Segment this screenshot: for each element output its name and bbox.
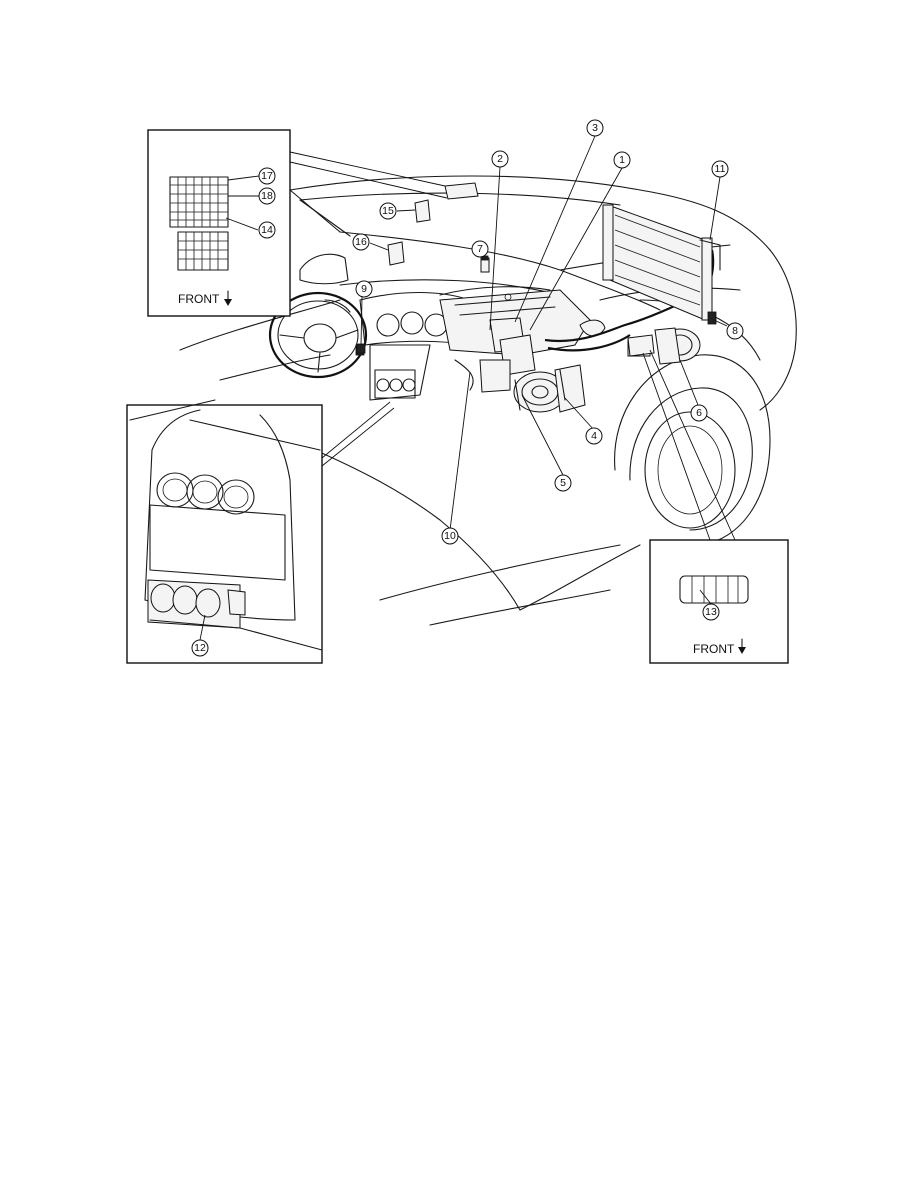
svg-text:11: 11 xyxy=(715,163,726,175)
svg-text:5: 5 xyxy=(560,477,566,489)
callout-9: 9 xyxy=(355,280,373,298)
module-16-body xyxy=(387,241,405,266)
refrigerant-pressure-switch xyxy=(707,311,717,325)
svg-text:10: 10 xyxy=(444,530,456,542)
front-arrow-icon xyxy=(224,290,232,306)
svg-text:1: 1 xyxy=(619,154,625,166)
fuse-block-location xyxy=(444,182,479,200)
svg-text:16: 16 xyxy=(355,236,367,248)
svg-text:4: 4 xyxy=(591,430,597,442)
callout-16: 16 xyxy=(352,233,370,251)
callout-18: 18 xyxy=(258,187,276,205)
leader-lines xyxy=(199,135,728,641)
svg-text:15: 15 xyxy=(382,205,394,217)
vehicle-body-outline xyxy=(179,175,797,626)
callout-4: 4 xyxy=(585,427,603,445)
component-9-body xyxy=(356,343,366,354)
fuse-block-drawing xyxy=(169,176,229,271)
callout-12: 12 xyxy=(191,639,209,657)
control-panel-drawing xyxy=(129,399,323,651)
callout-1: 1 xyxy=(613,151,631,169)
control-panel-inset xyxy=(126,399,395,664)
svg-text:6: 6 xyxy=(696,407,702,419)
callout-5: 5 xyxy=(554,474,572,492)
callout-17: 17 xyxy=(258,167,276,185)
blower-motor xyxy=(513,364,586,413)
callout-13: 13 xyxy=(702,603,720,621)
condenser xyxy=(602,204,721,321)
svg-text:18: 18 xyxy=(261,190,273,202)
svg-text:2: 2 xyxy=(497,153,503,165)
callout-2: 2 xyxy=(491,150,509,168)
callout-6: 6 xyxy=(690,404,708,422)
svg-text:9: 9 xyxy=(361,283,367,295)
svg-text:17: 17 xyxy=(261,170,273,182)
module-15-body xyxy=(414,199,431,223)
sensor-7-body xyxy=(480,255,490,273)
callout-3: 3 xyxy=(586,119,604,137)
relay-block-inset: FRONT xyxy=(642,349,789,664)
callout-8: 8 xyxy=(726,322,744,340)
svg-text:8: 8 xyxy=(732,325,738,337)
svg-text:12: 12 xyxy=(194,642,206,654)
svg-text:7: 7 xyxy=(477,243,483,255)
callout-10: 10 xyxy=(441,527,459,545)
svg-text:13: 13 xyxy=(705,606,717,618)
callout-11: 11 xyxy=(711,160,729,178)
svg-text:3: 3 xyxy=(592,122,598,134)
relay-block-front-label: FRONT xyxy=(693,642,735,656)
relay-block-drawing xyxy=(679,575,749,604)
hvac-unit xyxy=(439,289,606,393)
svg-text:14: 14 xyxy=(261,224,273,236)
fuse-block-front-label: FRONT xyxy=(178,292,220,306)
front-arrow-icon xyxy=(738,638,746,654)
callout-15: 15 xyxy=(379,202,397,220)
callout-14: 14 xyxy=(258,221,276,239)
callout-7: 7 xyxy=(471,240,489,258)
fuse-block-inset: FRONT xyxy=(147,129,448,317)
steering-wheel xyxy=(268,291,368,379)
relay-block-location xyxy=(627,334,655,357)
